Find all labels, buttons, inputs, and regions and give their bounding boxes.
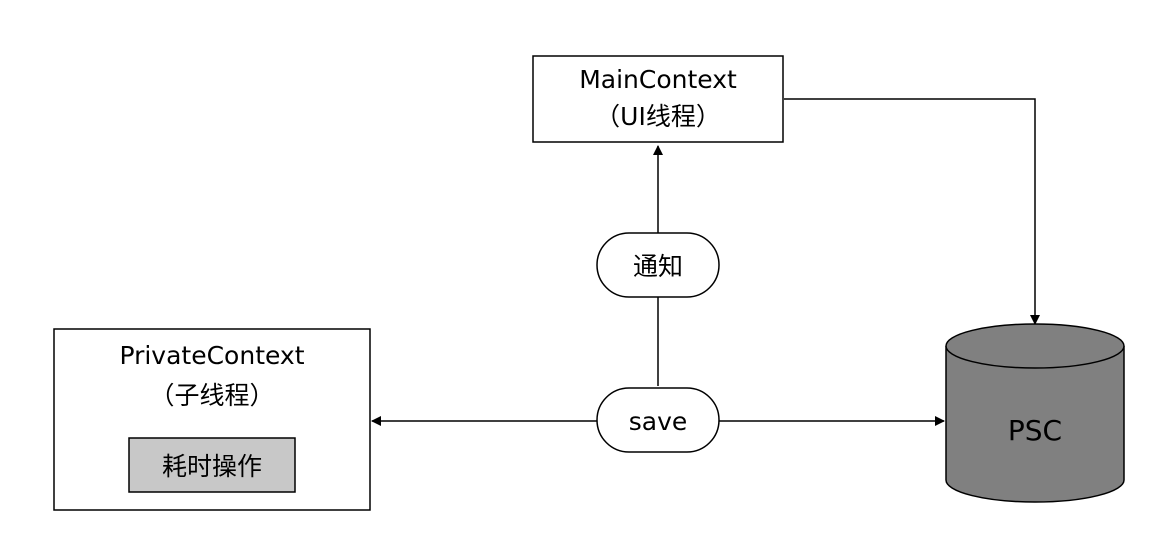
- notify-label: 通知: [633, 252, 683, 281]
- private-context-node: PrivateContext （子线程） 耗时操作: [53, 328, 371, 511]
- task-box: [128, 437, 296, 493]
- main-context-title: MainContext: [579, 65, 737, 94]
- notify-node: 通知: [596, 232, 720, 298]
- main-to-store-arrow: [784, 98, 1040, 325]
- store-node: PSC: [945, 323, 1125, 503]
- store-cylinder-top: [945, 323, 1125, 369]
- save-pill: [596, 387, 720, 453]
- private-context-subtitle: （子线程）: [149, 381, 274, 410]
- main-context-box: [532, 55, 784, 143]
- private-context-title: PrivateContext: [119, 341, 304, 370]
- task-label: 耗时操作: [162, 452, 262, 481]
- store-label: PSC: [1008, 414, 1062, 447]
- notify-pill: [596, 232, 720, 298]
- main-context-node: MainContext （UI线程）: [532, 55, 784, 143]
- save-node: save: [596, 387, 720, 453]
- save-label: save: [629, 407, 688, 436]
- store-cylinder-body: [945, 346, 1125, 503]
- main-context-subtitle: （UI线程）: [595, 102, 721, 131]
